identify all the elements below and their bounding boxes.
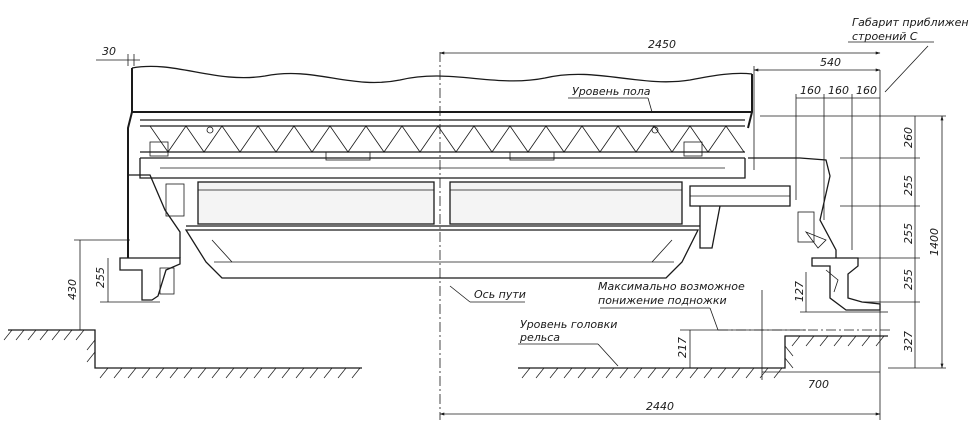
dim-430: 430	[66, 279, 79, 300]
label-rail-head-level: Уровень головки	[520, 318, 617, 331]
dim-540: 540	[820, 56, 841, 69]
dim-2440: 2440	[646, 400, 674, 413]
label-rail-head-level-2: рельса	[519, 331, 560, 344]
label-track-axis: Ось пути	[474, 288, 526, 301]
dimension-values: 30 2450 540 160 160 160 260 255 255 255 …	[66, 38, 941, 413]
dim-700: 700	[808, 378, 829, 391]
dim-160-c: 160	[856, 84, 877, 97]
dim-160-a: 160	[800, 84, 821, 97]
dim-1400: 1400	[928, 228, 941, 256]
ground-right	[518, 335, 888, 379]
dim-160-b: 160	[828, 84, 849, 97]
label-clearance-gauge-2: строений С	[852, 30, 918, 43]
ground-left	[3, 329, 362, 379]
label-clearance-gauge: Габарит приближения	[852, 16, 969, 29]
dim-127: 127	[793, 281, 806, 302]
label-max-step-lowering-2: понижение подножки	[598, 294, 727, 307]
dimension-geometry	[74, 41, 946, 420]
dim-217: 217	[676, 337, 689, 358]
dim-255-c: 255	[902, 269, 915, 290]
clearance-gauge-outline	[879, 70, 888, 336]
dim-255-a: 255	[902, 175, 915, 196]
label-max-step-lowering: Максимально возможное	[598, 280, 745, 293]
dim-255-b: 255	[902, 223, 915, 244]
dim-260: 260	[902, 127, 915, 148]
dim-327: 327	[902, 331, 915, 352]
dim-255-left: 255	[94, 267, 107, 288]
annotation-labels: Габарит приближения строений С Уровень п…	[474, 16, 969, 344]
dim-30: 30	[102, 45, 116, 58]
label-floor-level: Уровень пола	[572, 85, 651, 98]
car-body	[119, 65, 881, 311]
dim-2450: 2450	[648, 38, 676, 51]
